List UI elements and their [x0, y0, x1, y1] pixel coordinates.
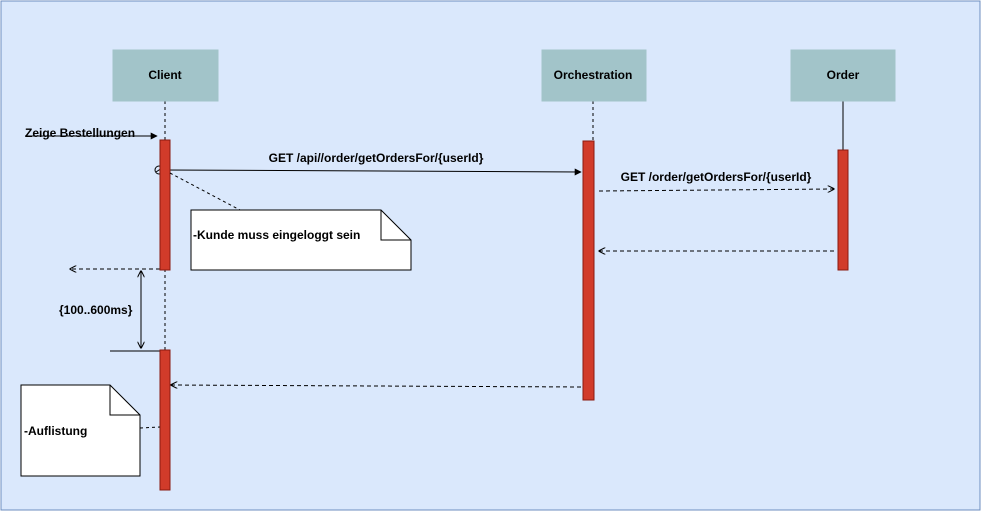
orchestration-activation	[582, 140, 595, 401]
login-note-text: -Kunde muss eingeloggt sein	[193, 228, 360, 242]
client-request-arrow	[164, 168, 582, 176]
login-note-connector	[169, 172, 241, 211]
participant-client[interactable]: Client	[112, 49, 219, 102]
participant-orchestration-label: Orchestration	[554, 68, 633, 82]
timing-constraint-label: {100..600ms}	[59, 303, 133, 317]
client-activation-1	[159, 139, 171, 271]
client-activation-2	[159, 349, 171, 491]
participant-order[interactable]: Order	[790, 49, 896, 102]
order-activation	[837, 149, 849, 271]
participant-order-label: Order	[827, 68, 860, 82]
trigger-message-label: Zeige Bestellungen	[25, 126, 135, 140]
client-request-label: GET /api//order/getOrdersFor/{userId}	[269, 151, 484, 165]
orchestration-return-arrow	[171, 385, 582, 387]
login-note[interactable]: -Kunde muss eingeloggt sein	[190, 209, 412, 271]
participant-orchestration[interactable]: Orchestration	[541, 49, 647, 102]
listing-note[interactable]: -Auflistung	[20, 384, 141, 477]
participant-client-label: Client	[148, 68, 181, 82]
timing-label-bg	[56, 301, 140, 319]
orchestration-request-label: GET /order/getOrdersFor/{userId}	[621, 170, 812, 184]
listing-note-text: -Auflistung	[24, 424, 87, 438]
